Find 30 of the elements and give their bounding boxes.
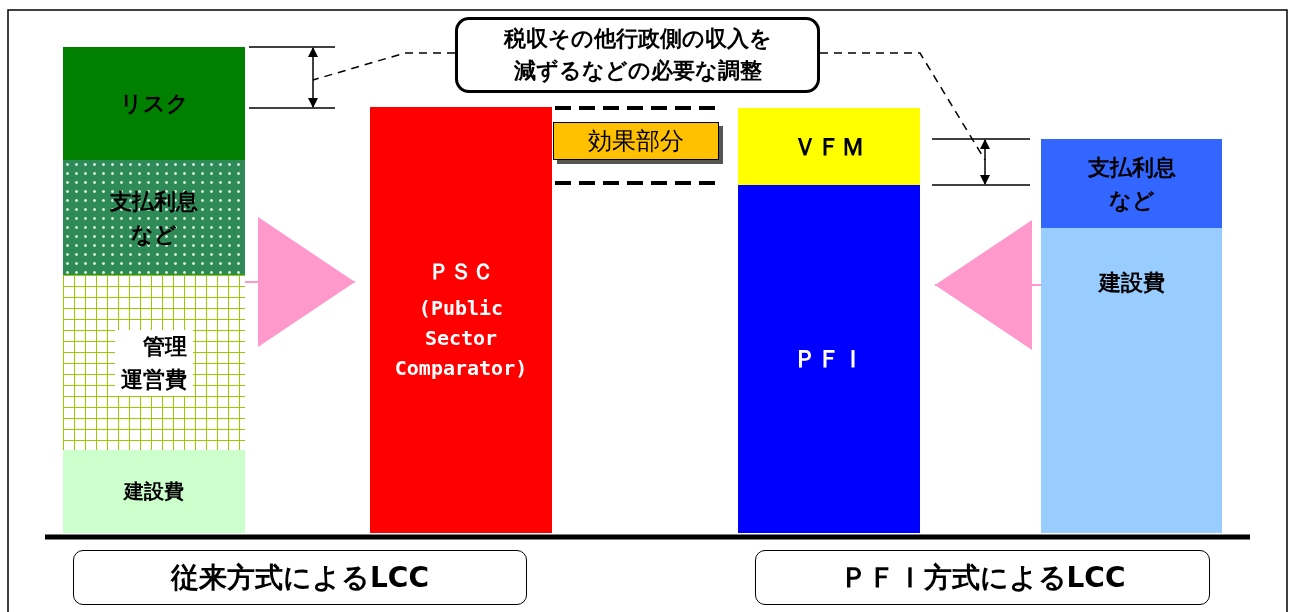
block-label: 従来方式によるLCC [171, 559, 429, 596]
block-label: ＶＦＭ [793, 131, 865, 163]
block-label: ＰＳＣ [428, 258, 494, 286]
cost-bar [738, 185, 920, 533]
block-segment [1041, 139, 1222, 228]
block-label: ＰＦＩ方式によるLCC [839, 559, 1126, 596]
block-segment [63, 450, 245, 533]
caption-box [755, 550, 1210, 605]
callout-box [455, 17, 820, 93]
block-label: 効果部分 [588, 126, 684, 157]
caption-box [73, 550, 527, 605]
block-label: 支払利息など [109, 187, 199, 249]
block-segment [63, 47, 245, 160]
block-label: 支払利息など [1086, 153, 1177, 215]
block-segment [63, 275, 245, 450]
block-label: 管理運営費 [115, 329, 193, 396]
block-label: ＰＦＩ [793, 344, 865, 375]
block-sublabel: (Public Sector Comparator) [393, 295, 529, 382]
block-segment [1041, 228, 1222, 533]
block-label: 建設費 [1098, 269, 1165, 297]
block-segment [63, 160, 245, 275]
cost-bar [370, 107, 552, 533]
chevron-arrow [934, 220, 1042, 350]
chevron-arrow [244, 217, 356, 347]
block-label: 建設費 [124, 478, 184, 505]
leader-line [819, 52, 986, 161]
leader-line [312, 52, 456, 81]
block-segment [738, 108, 920, 185]
block-label: リスク [118, 90, 190, 118]
block-label: 税収その他行政側の収入を減ずるなどの必要な調整 [502, 25, 773, 85]
